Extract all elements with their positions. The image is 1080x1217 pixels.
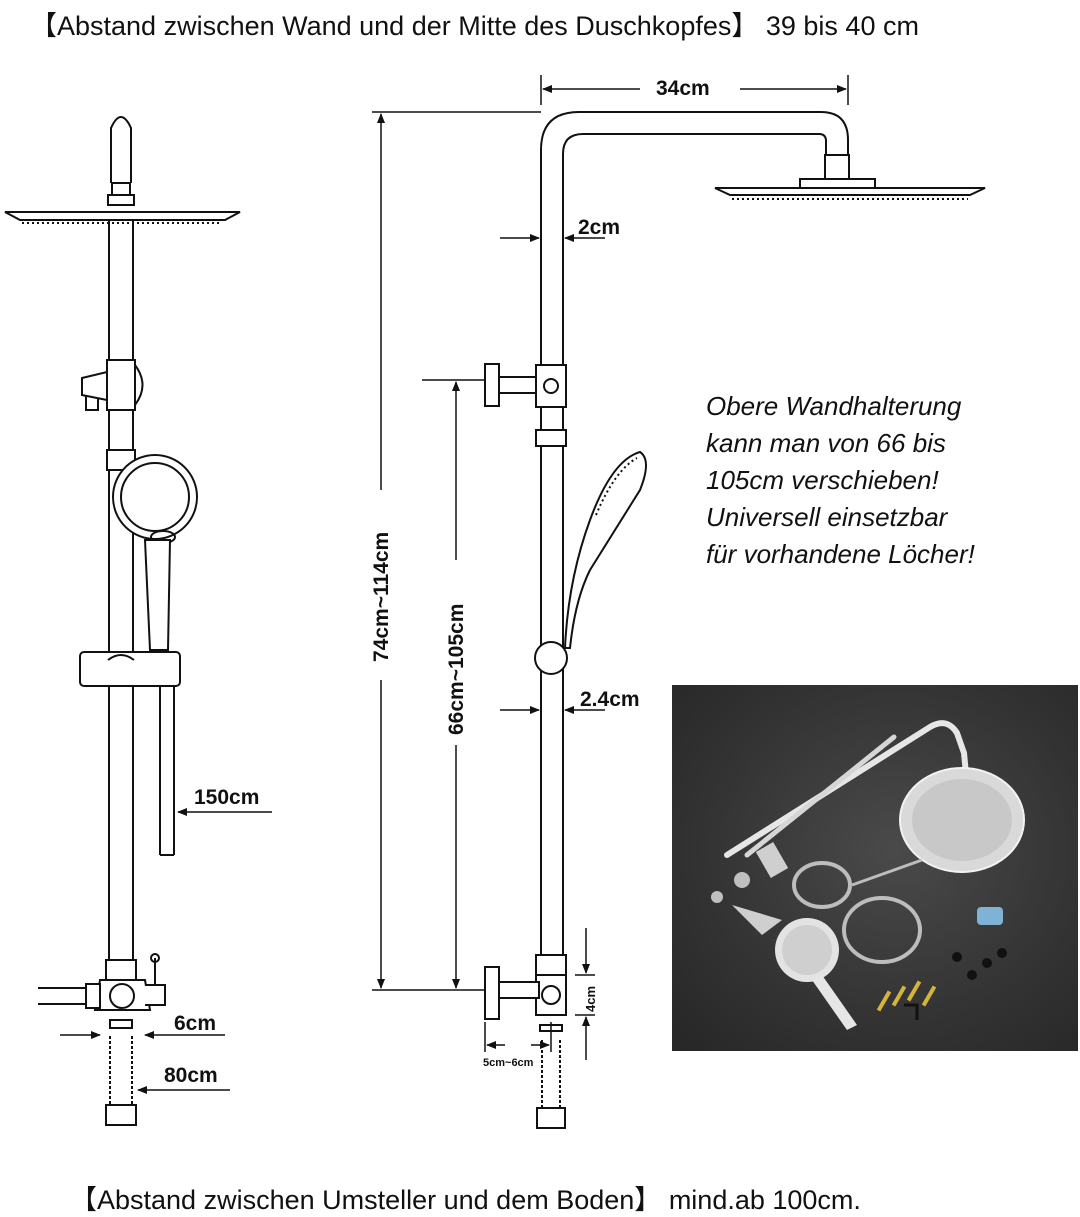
pipe-diameter-label: 2cm [578,216,620,239]
side-view-dimensions [372,75,849,1060]
bracket-range-label: 66cm~105cm [445,604,468,735]
front-view [4,116,241,1126]
top-caption-value: 39 bis 40 cm [765,11,919,41]
wall-bracket-note: Obere Wandhalterung kann man von 66 bis … [706,388,975,573]
top-caption: 【Abstand zwischen Wand und der Mitte des… [30,4,919,43]
product-photo-illustration [711,720,1025,1030]
bottom-caption: 【Abstand zwischen Umsteller und dem Bode… [70,1178,861,1217]
note-line: Obere Wandhalterung [706,391,962,421]
inlet-hose-length-label: 80cm [164,1064,218,1087]
diverter-width-label: 6cm [174,1012,216,1035]
note-line: Universell einsetzbar [706,502,948,532]
total-height-label: 74cm~114cm [370,532,393,662]
note-line: 105cm verschieben! [706,465,939,495]
product-photo [672,685,1078,1051]
top-caption-label: 【Abstand zwischen Wand und der Mitte des… [30,11,759,41]
arm-length-label: 34cm [656,77,710,100]
front-view-dimensions [60,808,272,1094]
lower-pipe-diameter-label: 2.4cm [580,688,640,711]
hose-length-label: 150cm [194,786,259,809]
bottom-caption-label: 【Abstand zwischen Umsteller und dem Bode… [70,1185,662,1215]
side-view [484,111,986,1129]
diverter-height-label: 4cm [583,986,598,1012]
bottom-caption-value: mind.ab 100cm. [668,1185,861,1215]
note-line: kann man von 66 bis [706,428,946,458]
note-line: für vorhandene Löcher! [706,539,975,569]
wall-offset-label: 5cm~6cm [483,1057,534,1069]
